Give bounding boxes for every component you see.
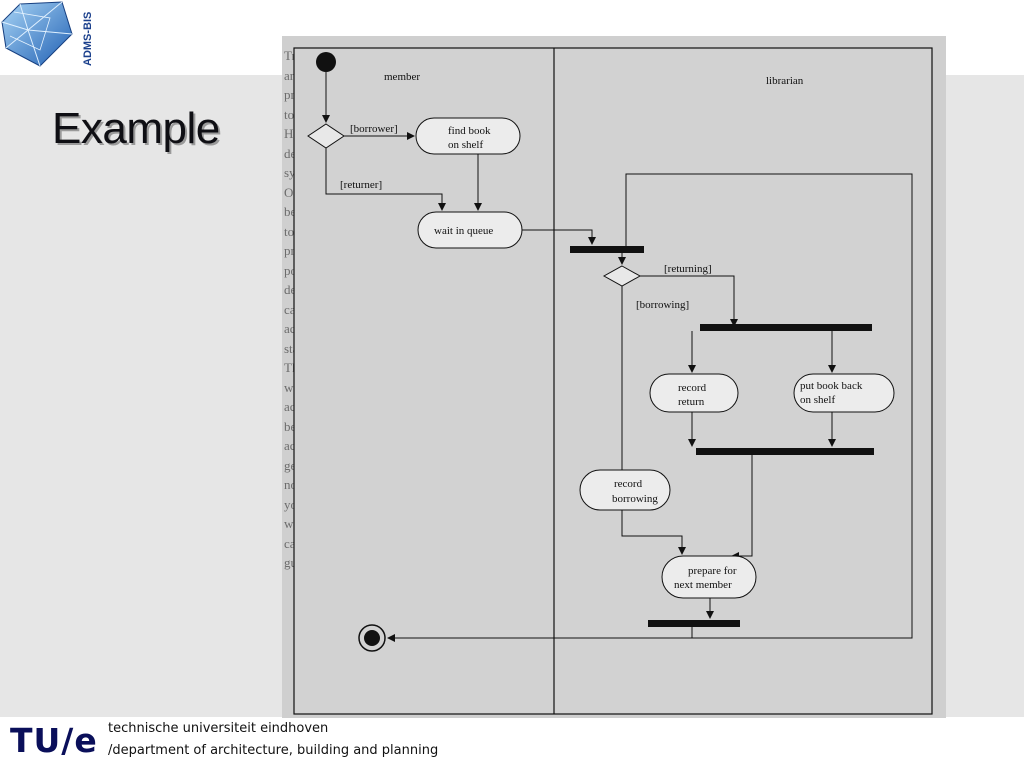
- record-borrowing-line1: record: [614, 478, 643, 490]
- record-borrowing-line2: borrowing: [612, 493, 658, 505]
- department-name: /department of architecture, building an…: [108, 743, 439, 758]
- prepare-line1: prepare for: [688, 565, 737, 577]
- adms-logo: ADMS-BIS: [0, 0, 100, 72]
- slide-title: Example: [52, 104, 220, 153]
- activity-put-book-back: [793, 373, 895, 413]
- fork-bar: [700, 324, 872, 331]
- brand-vertical-label: ADMS-BIS: [82, 12, 94, 66]
- activity-diagram: member librarian [borrower] find book on…: [293, 47, 933, 715]
- swimlane-member-label: member: [384, 71, 420, 83]
- prepare-line2: next member: [674, 579, 732, 591]
- scanned-page: Transition is shown as an arrow, as in a…: [282, 36, 946, 718]
- find-book-line2: on shelf: [448, 139, 483, 151]
- swimlane-librarian-label: librarian: [766, 75, 804, 87]
- flow-librarian-loop: [625, 173, 913, 639]
- end-node-ring: [358, 624, 386, 652]
- put-back-line2: on shelf: [800, 394, 835, 406]
- guard-returning: [returning]: [664, 263, 712, 275]
- activity-record-return: [649, 373, 739, 413]
- guard-borrower: [borrower]: [350, 123, 398, 135]
- footer: [0, 718, 1024, 768]
- final-sync-bar: [648, 620, 740, 627]
- tue-logo: TU/e: [10, 721, 98, 760]
- find-book-line1: find book: [448, 125, 491, 137]
- activity-find-book: [415, 117, 521, 155]
- flow-wait-to-sync: [522, 229, 596, 245]
- join-bar: [696, 448, 874, 455]
- cube-logo-icon: [1, 1, 73, 67]
- activity-record-borrowing: [579, 469, 671, 511]
- university-name: technische universiteit eindhoven: [108, 721, 329, 736]
- put-back-line1: put book back: [800, 380, 863, 392]
- flow-to-end: [387, 627, 693, 642]
- flow-record-borrowing-to-prepare: [621, 510, 686, 555]
- guard-borrowing: [borrowing]: [636, 299, 689, 311]
- wait-in-queue-label: wait in queue: [434, 225, 493, 237]
- sync-bar-1: [570, 246, 644, 253]
- record-return-line2: return: [678, 396, 705, 408]
- flow-returner: [325, 148, 446, 211]
- flow-returning: [640, 275, 738, 327]
- end-node-core: [364, 630, 380, 646]
- record-return-line1: record: [678, 382, 707, 394]
- activity-prepare-next-member: [661, 555, 757, 599]
- guard-returner: [returner]: [340, 179, 382, 191]
- start-node: [316, 52, 336, 72]
- svg-text:ADMS-BIS: ADMS-BIS: [82, 12, 94, 66]
